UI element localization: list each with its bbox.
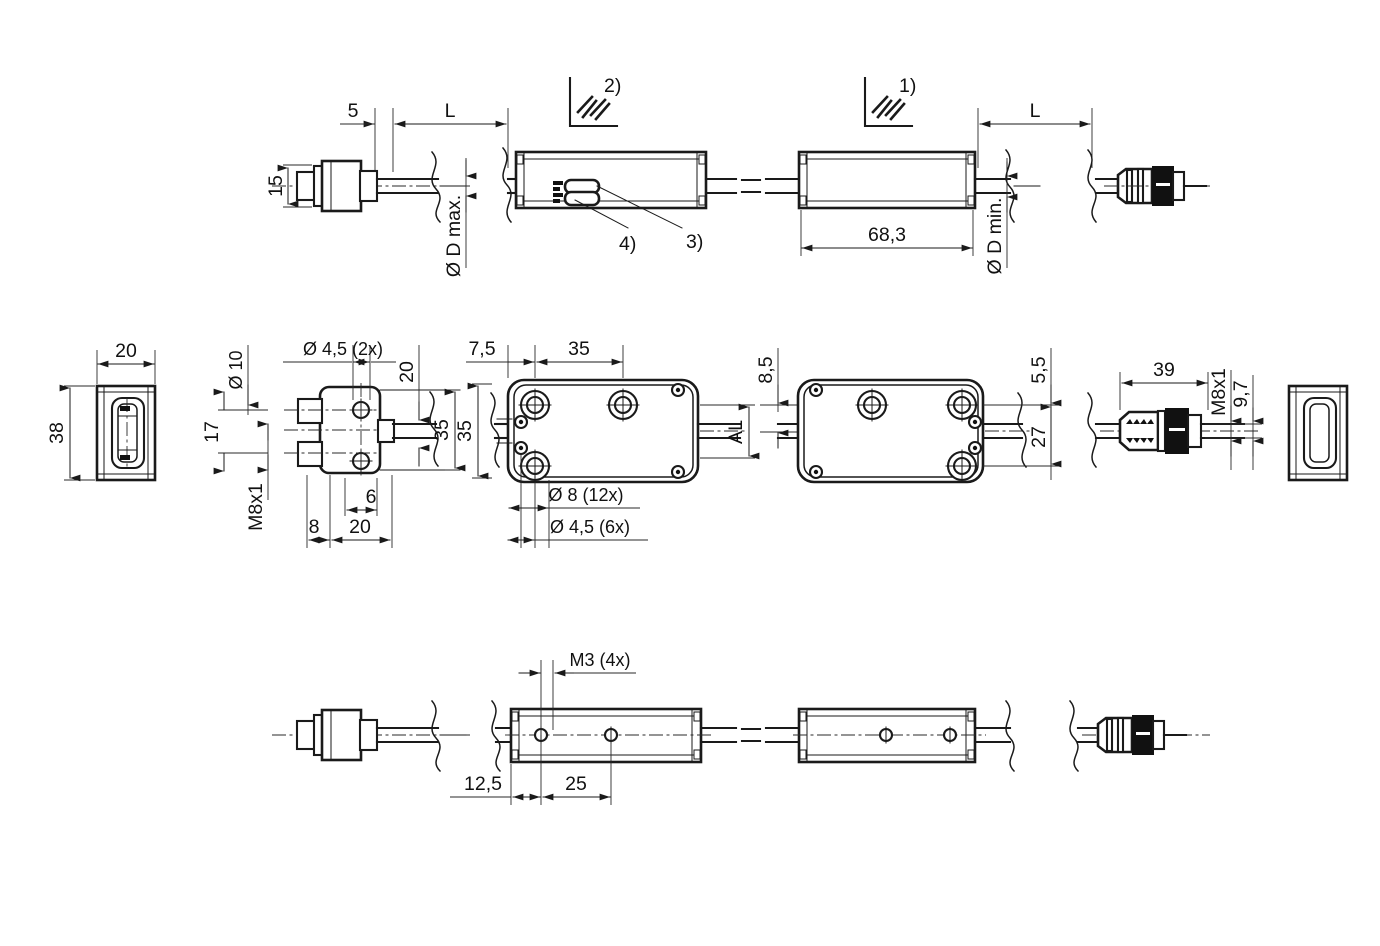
dim-20-bottom-label: 20: [349, 516, 371, 538]
sensor-plan-body-left: [489, 378, 745, 484]
dim-m3-4x: M3 (4x): [518, 650, 636, 735]
dim-35-top-label: 35: [568, 338, 590, 360]
end-cap-front-view-left: [95, 384, 157, 482]
note-4-label: 4): [619, 233, 636, 255]
dim-15-label: 15: [265, 175, 287, 197]
dim-20-top-right-label: 20: [396, 361, 418, 383]
sensor-bottom-body-left: [490, 699, 762, 773]
mount-boss: [855, 388, 889, 422]
mount-boss: [518, 388, 552, 422]
sensor-plan-body-right: [776, 378, 1030, 484]
dim-d8-12x-label: Ø 8 (12x): [548, 485, 623, 505]
surface-symbol-2: 2): [568, 75, 621, 128]
mount-boss: [945, 388, 979, 422]
dim-38-label: 38: [46, 422, 68, 444]
surface-symbol-1: 1): [863, 75, 916, 128]
dim-17: 17: [201, 388, 268, 475]
dim-55-27: 5,5 27: [983, 348, 1062, 480]
dim-L-left-label: L: [445, 100, 456, 122]
dim-d45-2x: Ø 4,5 (2x): [283, 339, 396, 400]
dim-m3-4x-label: M3 (4x): [569, 650, 630, 670]
dim-d10-label: Ø 10: [226, 350, 246, 389]
dim-39-label: 39: [1153, 359, 1175, 381]
dim-m8x1-left: M8x1: [245, 420, 269, 531]
dim-d45-6x-label: Ø 4,5 (6x): [550, 517, 630, 537]
dim-35-left-block: 35: [431, 388, 466, 472]
sensor-body-right-top: [764, 148, 1041, 224]
dim-35-body-left: 35: [454, 382, 492, 480]
dim-125-25: 12,5 25: [450, 742, 612, 805]
dim-68-3: 68,3: [800, 210, 974, 256]
dim-6: 6: [344, 478, 378, 516]
end-cap-front-view-right: [1287, 384, 1349, 482]
dim-25-label: 25: [565, 773, 587, 795]
mount-boss: [518, 449, 552, 483]
dim-68-3-label: 68,3: [868, 224, 906, 246]
mount-boss: [606, 388, 640, 422]
dim-15: 15: [265, 164, 312, 208]
connector-plug-left-bottom: [272, 699, 470, 773]
dim-35-body-left-label: 35: [454, 420, 476, 442]
dim-d10: Ø 10: [226, 345, 259, 415]
dim-17-label: 17: [201, 421, 223, 443]
dim-m8x1-right-label: M8x1: [1208, 368, 1230, 416]
dim-20-top-right: 20: [396, 345, 430, 467]
note-2-label: 2): [604, 75, 621, 97]
leader-callouts-3-4: 3) 4): [574, 185, 703, 255]
dim-38-cap-height: 38: [46, 384, 95, 482]
dim-d-max: Ø D max.: [443, 158, 477, 277]
dim-d8-d45-holes: Ø 8 (12x) Ø 4,5 (6x): [507, 455, 648, 548]
dim-d-min-label: Ø D min.: [984, 198, 1006, 275]
dim-8-20-bottom: 8 20: [306, 475, 393, 548]
dim-6-label: 6: [366, 486, 377, 508]
dim-35-left-label: 35: [431, 419, 453, 441]
top-row-view: 15 5 L Ø D max.: [265, 75, 1210, 277]
dim-d45-2x-label: Ø 4,5 (2x): [303, 339, 383, 359]
dim-d-max-label: Ø D max.: [443, 195, 465, 277]
dim-39: 39: [1119, 359, 1209, 410]
dim-75-label: 7,5: [468, 338, 495, 360]
dim-5-label: 5: [348, 100, 359, 122]
connector-socket-right-bottom: [1068, 699, 1210, 773]
sensor-bottom-body-right: [764, 699, 1016, 773]
dim-AL: AL: [700, 403, 760, 460]
dim-8-label: 8: [309, 516, 320, 538]
middle-row-view: 20 38: [46, 338, 1349, 548]
dim-m8x1-right-97: M8x1 9,7: [1205, 368, 1264, 470]
dim-20-cap-width: 20: [96, 340, 156, 384]
dim-85: 8,5: [755, 348, 800, 449]
dim-55-label: 5,5: [1028, 356, 1050, 383]
sensor-body-left-top: [501, 146, 762, 224]
connector-plan-detail: [284, 383, 461, 478]
dim-d-min: Ø D min.: [984, 158, 1018, 275]
mount-boss: [945, 449, 979, 483]
note-3-label: 3): [686, 231, 703, 253]
connector-plug-left-top: [272, 150, 470, 224]
dim-m8x1-left-label: M8x1: [245, 483, 267, 531]
dim-L-right-label: L: [1030, 100, 1041, 122]
dim-AL-label: AL: [725, 420, 747, 444]
dim-125-label: 12,5: [464, 773, 502, 795]
dim-5-L-top: 5 L: [340, 100, 509, 172]
dim-97-label: 9,7: [1230, 380, 1252, 407]
connector-socket-right-top: [1086, 148, 1210, 224]
bottom-row-view: M3 (4x) 12,5 25: [272, 650, 1210, 805]
dim-75-35-top: 7,5 35: [466, 338, 624, 378]
dim-85-label: 8,5: [755, 356, 777, 383]
dim-20-cap-label: 20: [115, 340, 137, 362]
note-1-label: 1): [899, 75, 916, 97]
dim-27-label: 27: [1028, 426, 1050, 448]
